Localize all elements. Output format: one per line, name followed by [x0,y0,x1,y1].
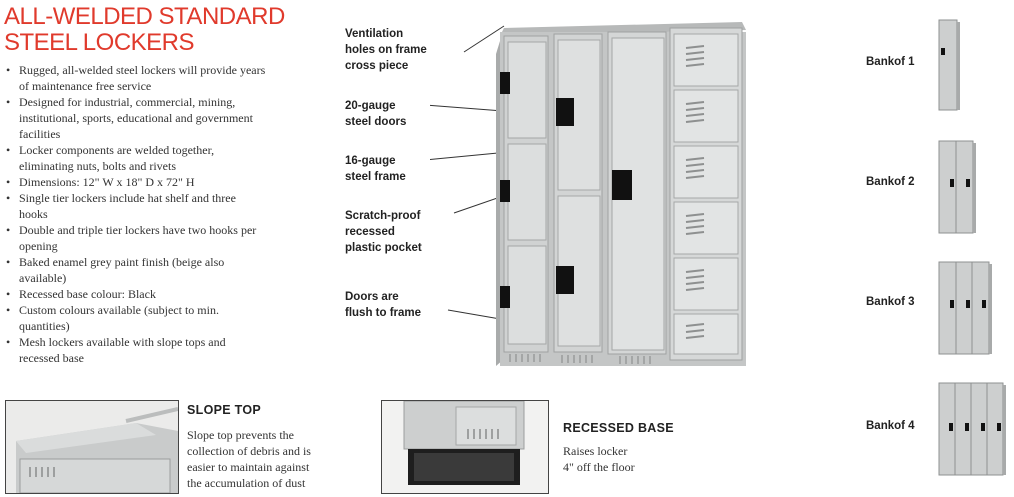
bank-of-2-locker [938,140,976,234]
feature-item: Dimensions: 12" W x 18" D x 72" H [6,174,266,190]
recessed-base-illustration [382,401,548,493]
leader-line-ventilation [463,25,505,53]
frame-vents [509,354,651,364]
callout-frame: 16-gauge steel frame [345,155,406,183]
callout-ventilation: Ventilation holes on frame cross piece [345,28,427,72]
feature-item: Mesh lockers available with slope tops a… [6,334,266,366]
six-tier-door [673,201,739,255]
six-tier-door [673,89,739,143]
recessed-base-image [381,400,549,494]
triple-tier-door-2 [507,143,547,241]
pocket-icon [612,170,632,200]
recessed-base-description: Raises locker 4" off the floor [563,444,635,474]
six-tier-door [673,313,739,355]
slope-top-image [5,400,179,494]
bank-of-4-label: Bankof 4 [866,420,915,432]
vent-slots [685,45,705,339]
page-title: ALL-WELDED STANDARD STEEL LOCKERS [4,4,285,56]
pocket-icon [500,180,510,202]
callout-doors: 20-gauge steel doors [345,100,407,128]
bank-of-1-label: Bankof 1 [866,56,915,68]
pocket-icon [556,266,574,294]
pocket-icon [556,98,574,126]
triple-tier-door-1 [507,41,547,139]
title-line-1: ALL-WELDED STANDARD [4,3,285,30]
feature-item: Double and triple tier lockers have two … [6,222,266,254]
leader-line-frame [430,152,499,161]
slope-top-illustration [6,401,178,493]
pocket-icon [500,72,510,94]
bank-of-3-locker [938,261,992,355]
feature-item: Recessed base colour: Black [6,286,266,302]
bank-of-2-label: Bankof 2 [866,176,915,188]
feature-item: Rugged, all-welded steel lockers will pr… [6,62,266,94]
pocket-icon [500,286,510,308]
bank-of-3-label: Bankof 3 [866,296,915,308]
feature-item: Designed for industrial, commercial, min… [6,94,266,142]
slope-top-title: SLOPE TOP [187,403,262,417]
feature-item: Baked enamel grey paint finish (beige al… [6,254,266,286]
bank-of-1-locker [938,19,960,111]
six-tier-doors [673,33,739,355]
recessed-base-title: RECESSED BASE [563,421,674,435]
bank-of-4-locker [938,382,1006,476]
title-line-2: STEEL LOCKERS [4,29,195,56]
feature-item: Single tier lockers include hat shelf an… [6,190,266,222]
triple-tier-door-3 [507,245,547,345]
callout-pocket: Scratch-proof recessed plastic pocket [345,210,422,254]
six-tier-door [673,257,739,311]
callout-flush: Doors are flush to frame [345,291,422,319]
six-tier-door [673,145,739,199]
slope-top-description: Slope top prevents the collection of deb… [187,428,311,490]
locker-illustration [430,22,746,366]
leader-line-doors [430,104,504,112]
six-tier-door [673,33,739,87]
feature-item: Custom colours available (subject to min… [6,302,266,334]
feature-list: Rugged, all-welded steel lockers will pr… [6,62,266,366]
feature-item: Locker components are welded together, e… [6,142,266,174]
